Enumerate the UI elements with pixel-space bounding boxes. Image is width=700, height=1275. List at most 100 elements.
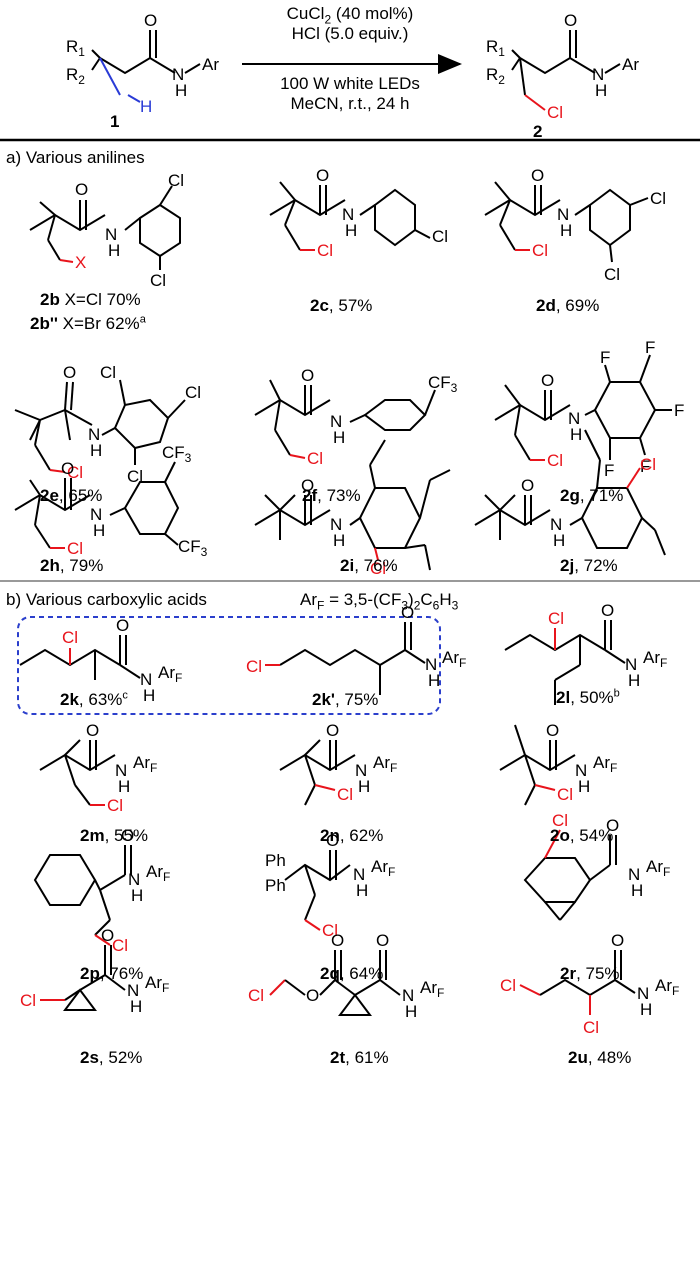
ph-label: Ph xyxy=(265,851,286,870)
atom-h: H xyxy=(578,777,590,796)
atom-h: H xyxy=(118,777,130,796)
compound-label: 2r, 75% xyxy=(560,964,620,983)
svg-text:ArF: ArF xyxy=(442,648,466,670)
atom-o: O xyxy=(326,721,339,740)
chlorine-atom: Cl xyxy=(547,451,563,470)
chlorine-atom: Cl xyxy=(337,785,353,804)
arf-label: Ar xyxy=(442,648,459,667)
svg-text:ArF: ArF xyxy=(420,978,444,1000)
atom-ar: Ar xyxy=(622,55,639,74)
cf3-label: CF xyxy=(162,443,185,462)
atom-o: O xyxy=(75,180,88,199)
compound-label: 2k, 63%c xyxy=(60,689,128,709)
atom-o: O xyxy=(306,986,319,1005)
atom-n: N xyxy=(90,505,102,524)
product-2 xyxy=(511,30,621,111)
atom-n: N xyxy=(628,865,640,884)
atom-o: O xyxy=(326,831,339,850)
compound-label: 2d, 69% xyxy=(536,296,600,315)
atom-o: O xyxy=(541,371,554,390)
atom-h: H xyxy=(333,428,345,447)
compound-label: 2u, 48% xyxy=(568,1048,632,1067)
ph-label: Ph xyxy=(265,876,286,895)
chlorine-label: Cl xyxy=(650,189,666,208)
fluorine-label: F xyxy=(640,457,650,476)
atom-n: N xyxy=(105,225,117,244)
atom-n: N xyxy=(592,65,604,84)
atom-h: H xyxy=(90,441,102,460)
svg-text:ArF: ArF xyxy=(593,753,617,775)
atom-h: H xyxy=(640,1000,652,1019)
svg-text:ArF: ArF xyxy=(371,857,395,879)
atom-o: O xyxy=(331,931,344,950)
atom-o: O xyxy=(301,476,314,495)
fluorine-label: F xyxy=(674,401,684,420)
atom-h: H xyxy=(358,777,370,796)
atom-o: O xyxy=(521,476,534,495)
atom-o: O xyxy=(611,931,624,950)
chlorine-label: Cl xyxy=(604,265,620,284)
chlorine-atom: Cl xyxy=(557,785,573,804)
atom-n: N xyxy=(330,412,342,431)
svg-text:ArF: ArF xyxy=(643,648,667,670)
atom-h: H xyxy=(175,81,187,100)
fluorine-label: F xyxy=(600,348,610,367)
atom-h: H xyxy=(130,997,142,1016)
arf-label: Ar xyxy=(643,648,660,667)
atom-n: N xyxy=(353,865,365,884)
chlorine-atom: Cl xyxy=(62,628,78,647)
atom-n: N xyxy=(550,515,562,534)
atom-n: N xyxy=(172,65,184,84)
compound-label: 2f, 73% xyxy=(302,486,361,505)
section-a-title: a) Various anilines xyxy=(6,148,145,167)
svg-text:R1: R1 xyxy=(486,37,505,59)
atom-o: O xyxy=(601,601,614,620)
svg-text:CF3: CF3 xyxy=(428,373,458,395)
compound-label: 2k', 75% xyxy=(312,690,379,709)
atom-h: H xyxy=(333,531,345,550)
atom-h: H xyxy=(595,81,607,100)
atom-h: H xyxy=(631,881,643,900)
r2-label: R xyxy=(66,65,78,84)
compound-label: 2c, 57% xyxy=(310,296,373,315)
hydrogen-atom: H xyxy=(140,97,152,116)
chlorine-atom: Cl xyxy=(532,241,548,260)
chlorine-atom: Cl xyxy=(307,449,323,468)
arf-label: Ar xyxy=(373,753,390,772)
atom-h: H xyxy=(143,686,155,705)
atom-h: H xyxy=(553,531,565,550)
atom-o: O xyxy=(606,816,619,835)
atom-n: N xyxy=(355,761,367,780)
atom-h: H xyxy=(405,1002,417,1021)
chlorine-atom: Cl xyxy=(317,241,333,260)
atom-o: O xyxy=(564,11,577,30)
atom-n: N xyxy=(342,205,354,224)
compound-label: 2p, 76% xyxy=(80,964,144,983)
svg-text:R2: R2 xyxy=(66,65,85,87)
compound-label: 2b X=Cl 70% xyxy=(40,290,141,309)
chlorine-atom: Cl xyxy=(20,991,36,1010)
section-b-title: b) Various carboxylic acids xyxy=(6,590,207,609)
atom-o: O xyxy=(316,166,329,185)
compound-label: 2s, 52% xyxy=(80,1048,143,1067)
cf3-label: CF xyxy=(428,373,451,392)
compound-label: 2n, 62% xyxy=(320,826,384,845)
compound-label: 2e, 65% xyxy=(40,486,103,505)
svg-text:ArF: ArF xyxy=(646,857,670,879)
compound-label: 2t, 61% xyxy=(330,1048,389,1067)
atom-h: H xyxy=(628,671,640,690)
atom-n: N xyxy=(402,986,414,1005)
chlorine-atom: Cl xyxy=(552,811,568,830)
arf-label: Ar xyxy=(420,978,437,997)
arf-label: Ar xyxy=(593,753,610,772)
atom-o: O xyxy=(121,826,134,845)
atom-h: H xyxy=(560,221,572,240)
chlorine-atom: Cl xyxy=(547,103,563,122)
atom-o: O xyxy=(63,363,76,382)
compound-label: 2l, 50%b xyxy=(556,687,620,707)
product-label: 2 xyxy=(533,122,543,141)
atom-n: N xyxy=(637,984,649,1003)
chlorine-atom: Cl xyxy=(640,455,656,474)
atom-o: O xyxy=(301,366,314,385)
